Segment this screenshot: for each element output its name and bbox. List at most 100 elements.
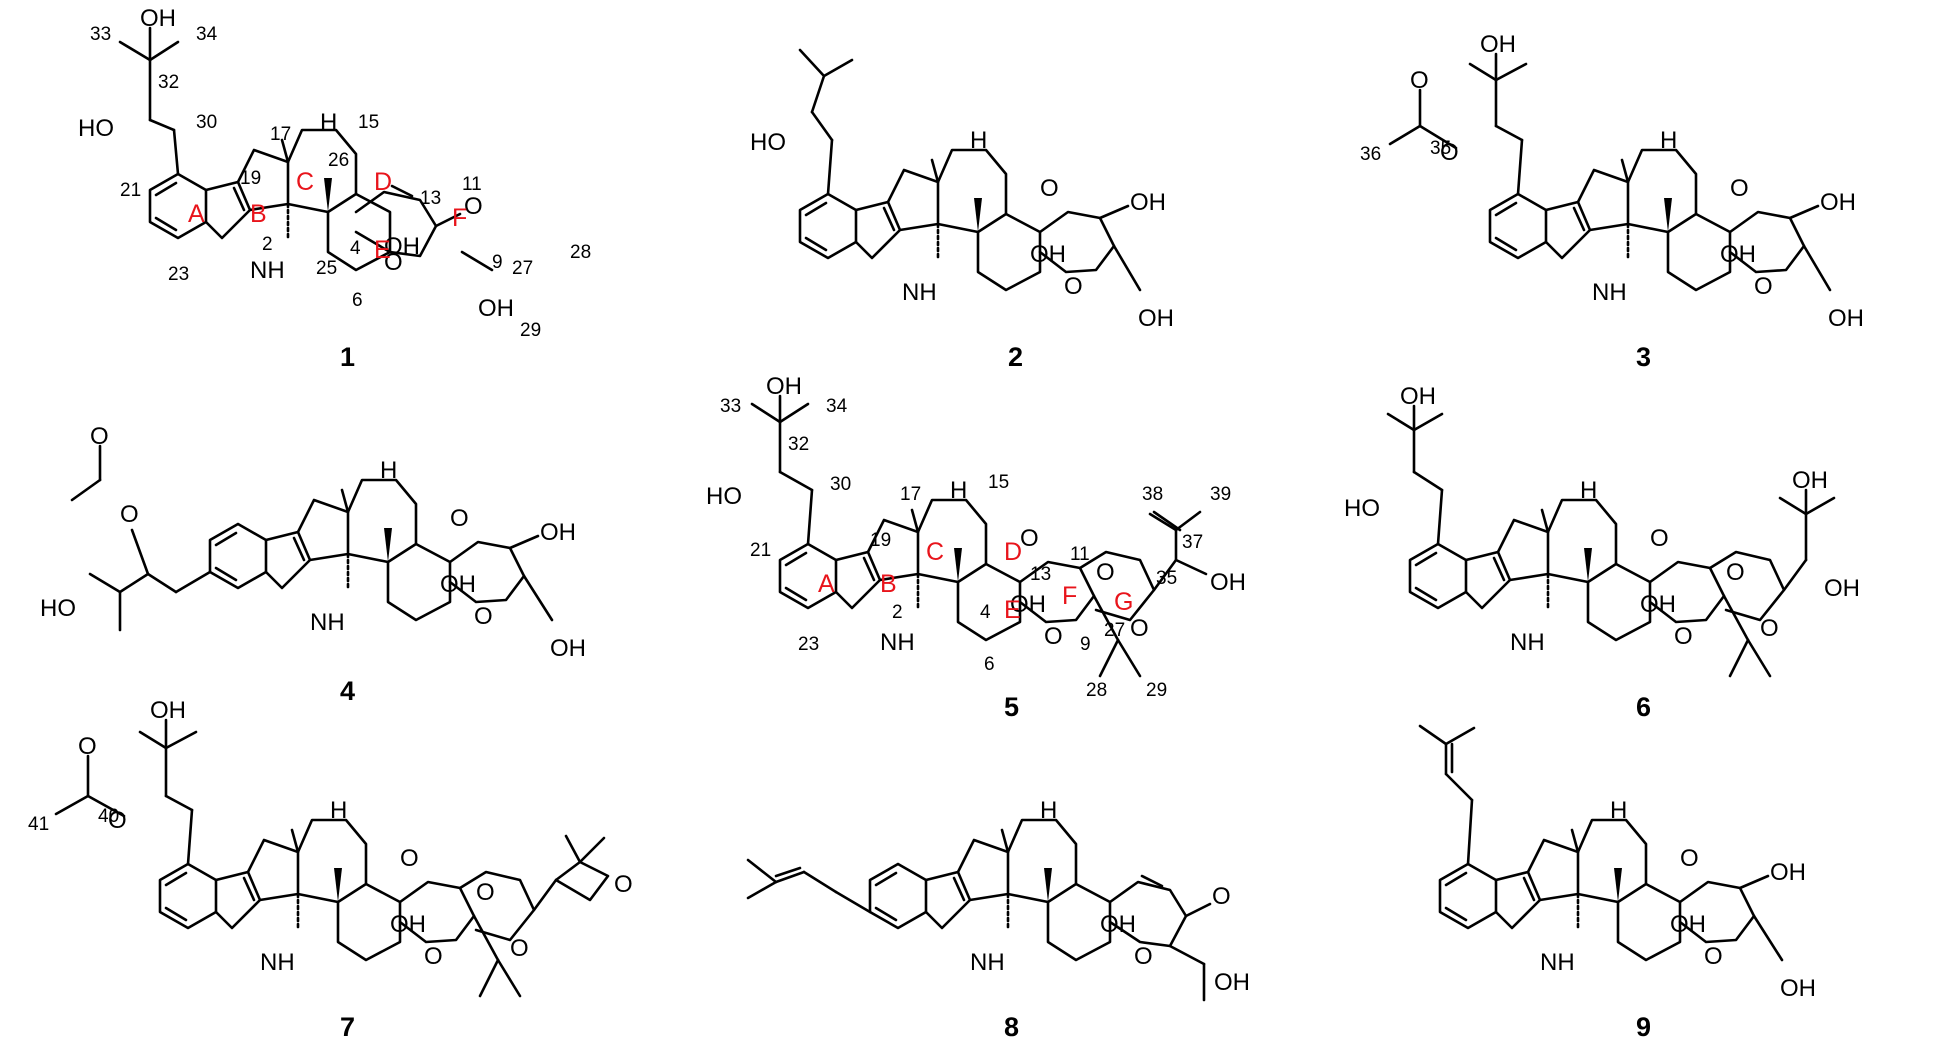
label-h-8: H xyxy=(1040,797,1057,824)
label-g-o1-7: O xyxy=(476,879,495,906)
label-oh-11-2: OH xyxy=(1130,189,1166,216)
num-1-33: 33 xyxy=(90,24,111,45)
label-ho-31-6: HO xyxy=(1344,495,1380,522)
structure-7: OH O O O O O O O NH H OH 40 41 7 xyxy=(28,697,633,1042)
num-1-11: 11 xyxy=(462,174,482,195)
num-5-37: 37 xyxy=(1182,532,1203,553)
label-epox-o-9: O xyxy=(1680,845,1699,872)
label-nh-7: NH xyxy=(260,949,295,976)
compound-id-1: 1 xyxy=(340,342,355,372)
structure-2: HO OH OH O O NH H OH 2 xyxy=(750,48,1174,372)
num-1-19: 19 xyxy=(240,168,261,189)
label-oh-27-3: OH xyxy=(1828,305,1864,332)
label-nh-3: NH xyxy=(1592,279,1627,306)
label-nh-9: NH xyxy=(1540,949,1575,976)
structure-6: OH HO OH OH O O O O NH H OH 6 xyxy=(1344,383,1860,722)
label-epox-o-6: O xyxy=(1650,525,1669,552)
num-1-4: 4 xyxy=(350,238,361,259)
ring-label-e: E xyxy=(374,236,391,264)
num-5-19: 19 xyxy=(870,530,891,551)
num-1-2: 2 xyxy=(262,234,273,255)
num-5-2: 2 xyxy=(892,602,903,623)
num-5-4: 4 xyxy=(980,602,991,623)
num-5-21: 21 xyxy=(750,540,771,561)
compound-id-3: 3 xyxy=(1636,342,1651,372)
label-g-o2-5: O xyxy=(1130,615,1149,642)
label-ho-2: HO xyxy=(750,129,786,156)
compound-id-6: 6 xyxy=(1636,692,1651,722)
num-5-32: 32 xyxy=(788,434,809,455)
label-oh-11-4: OH xyxy=(540,519,576,546)
label-ring-o-4: O xyxy=(474,603,493,630)
label-ring-o: O xyxy=(384,249,403,276)
num-5-39: 39 xyxy=(1210,484,1231,505)
label-h-9: H xyxy=(1610,797,1627,824)
label-oh-32-7: OH xyxy=(150,697,186,724)
label-g-o1-6: O xyxy=(1726,559,1745,586)
label-h-7: H xyxy=(330,797,347,824)
num-1-9: 9 xyxy=(492,252,503,273)
label-ring-o-8: O xyxy=(1134,943,1153,970)
label-h-4: H xyxy=(380,457,397,484)
compound-id-4: 4 xyxy=(340,676,355,706)
label-oh-13-8: OH xyxy=(1100,911,1136,938)
label-oh-13-7: OH xyxy=(390,911,426,938)
label-nh-1: NH xyxy=(250,257,285,284)
num-1-30: 30 xyxy=(196,112,217,133)
num-5-30: 30 xyxy=(830,474,851,495)
ring-label-a-5: A xyxy=(818,570,835,598)
num-1-23: 23 xyxy=(168,264,189,285)
structure-1: OH HO O OH O NH H OH A B C D E F 33 34 3… xyxy=(78,5,591,372)
label-oh-13-4: OH xyxy=(440,571,476,598)
label-oh-27: OH xyxy=(478,295,514,322)
num-3-35: 35 xyxy=(1430,138,1451,159)
num-5-11: 11 xyxy=(1070,544,1090,565)
ring-label-f-5: F xyxy=(1062,582,1077,610)
label-epoxide-o-7: O xyxy=(614,871,633,898)
num-1-13: 13 xyxy=(420,188,441,209)
label-oh-13-9: OH xyxy=(1670,911,1706,938)
label-ho-4: HO xyxy=(40,595,76,622)
num-5-23: 23 xyxy=(798,634,819,655)
label-g-o2-7: O xyxy=(510,935,529,962)
structure-4: O O HO OH OH O O NH H OH 4 xyxy=(40,423,586,706)
num-1-34: 34 xyxy=(196,24,218,45)
num-7-40: 40 xyxy=(98,806,119,827)
num-1-27: 27 xyxy=(512,258,533,279)
num-3-36: 36 xyxy=(1360,144,1381,165)
num-1-17: 17 xyxy=(270,124,291,145)
label-oh-11-3: OH xyxy=(1820,189,1856,216)
label-oh-36-6: OH xyxy=(1824,575,1860,602)
label-nh-2: NH xyxy=(902,279,937,306)
num-1-28: 28 xyxy=(570,242,591,263)
label-carbonyl-o-8: O xyxy=(1212,883,1231,910)
structure-8: O OH O NH H OH 8 xyxy=(746,797,1250,1042)
label-nh-6: NH xyxy=(1510,629,1545,656)
label-epox-o-7: O xyxy=(400,845,419,872)
num-1-21: 21 xyxy=(120,180,141,201)
label-oh-13: OH xyxy=(384,233,420,260)
label-g-o2-6: O xyxy=(1760,615,1779,642)
num-5-27: 27 xyxy=(1104,620,1125,641)
label-ring-o-5: O xyxy=(1044,623,1063,650)
num-5-15: 15 xyxy=(988,472,1009,493)
label-oh-32-5: OH xyxy=(766,373,802,400)
label-oh-13-6: OH xyxy=(1640,591,1676,618)
compound-id-2: 2 xyxy=(1008,342,1023,372)
label-h-6: H xyxy=(1580,477,1597,504)
num-5-38: 38 xyxy=(1142,484,1163,505)
label-co-o-4: O xyxy=(90,423,109,450)
num-1-15: 15 xyxy=(358,112,379,133)
label-ring-o-7: O xyxy=(424,943,443,970)
compound-id-5: 5 xyxy=(1004,692,1019,722)
label-oh-11-9: OH xyxy=(1770,859,1806,886)
label-ho-31-5: HO xyxy=(706,483,742,510)
label-oh-36-5: OH xyxy=(1210,569,1246,596)
label-nh-8: NH xyxy=(970,949,1005,976)
ring-label-b: B xyxy=(250,200,267,228)
label-oh-13-2: OH xyxy=(1030,241,1066,268)
num-5-29: 29 xyxy=(1146,680,1167,701)
label-ester-o-4: O xyxy=(120,501,139,528)
ring-label-d: D xyxy=(374,168,392,196)
